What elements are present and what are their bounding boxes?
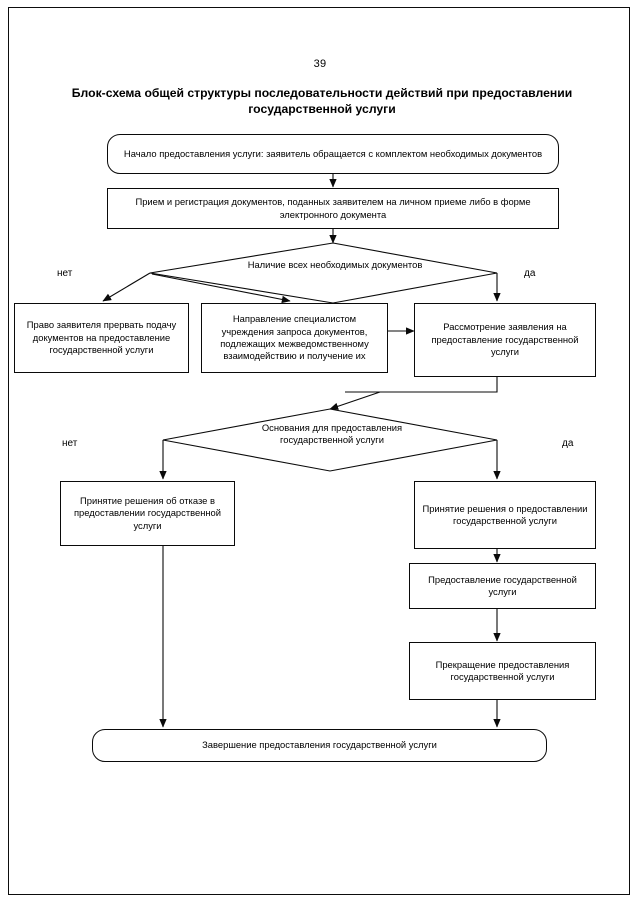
node-refusal-decision-label: Принятие решения об отказе в предоставле…: [73, 494, 222, 531]
node-review-application-label: Рассмотрение заявления на предоставление…: [431, 321, 579, 358]
node-grant-decision-label: Принятие решения о предоставлении госуда…: [422, 502, 588, 526]
node-decision-docs-label: Наличие всех необходимых документов: [247, 258, 423, 270]
page-title: Блок-схема общей структуры последователь…: [71, 86, 573, 116]
node-start-label: Начало предоставления услуги: заявитель …: [123, 147, 543, 159]
node-right-to-stop: Право заявителя прервать подачу документ…: [14, 303, 189, 373]
node-intake: Прием и регистрация документов, поданных…: [107, 188, 559, 229]
branch-label-docs-no: нет: [57, 268, 73, 279]
node-grant-decision: Принятие решения о предоставлении госуда…: [414, 481, 596, 549]
node-decision-grounds-label: Основания для предоставления государстве…: [261, 421, 403, 445]
node-start: Начало предоставления услуги: заявитель …: [107, 134, 559, 174]
node-interagency-request: Направление специалистом учреждения запр…: [201, 303, 388, 373]
node-service-provision: Предоставление государственной услуги: [409, 563, 596, 609]
branch-label-grounds-yes: да: [562, 438, 574, 449]
node-decision-docs: Наличие всех необходимых документов: [240, 249, 430, 281]
branch-label-grounds-no: нет: [62, 438, 78, 449]
node-review-application: Рассмотрение заявления на предоставление…: [414, 303, 596, 377]
branch-label-docs-yes: да: [524, 268, 536, 279]
node-interagency-request-label: Направление специалистом учреждения запр…: [220, 313, 369, 362]
node-service-provision-label: Предоставление государственной услуги: [428, 573, 577, 597]
node-refusal-decision: Принятие решения об отказе в предоставле…: [60, 481, 235, 546]
node-service-termination: Прекращение предоставления государственн…: [409, 642, 596, 700]
node-intake-label: Прием и регистрация документов, поданных…: [135, 196, 531, 220]
node-right-to-stop-label: Право заявителя прервать подачу документ…: [26, 319, 177, 356]
node-service-termination-label: Прекращение предоставления государственн…: [435, 658, 570, 682]
node-decision-grounds: Основания для предоставления государстве…: [237, 418, 427, 450]
page-number: 39: [313, 58, 327, 70]
node-finish-label: Завершение предоставления государственно…: [202, 739, 437, 751]
node-finish: Завершение предоставления государственно…: [92, 729, 547, 762]
page-border: [8, 7, 630, 895]
